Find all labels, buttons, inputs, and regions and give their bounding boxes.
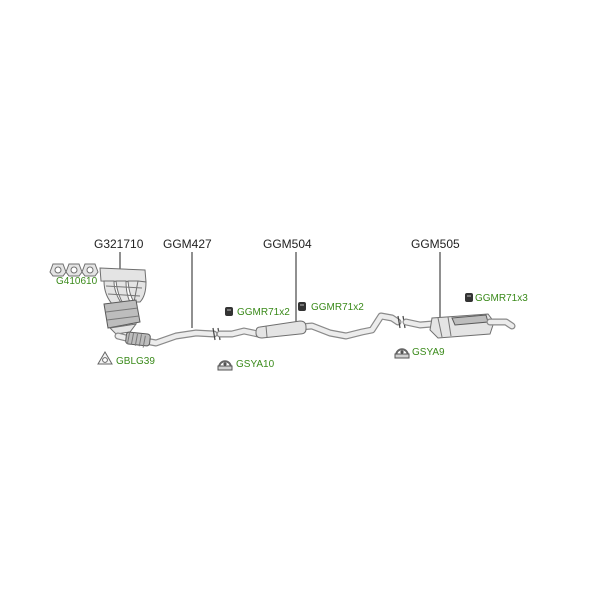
clamp-icon[interactable]: [217, 360, 233, 371]
gasket-icon[interactable]: [49, 263, 99, 277]
part-label-manifold: G321710: [94, 237, 144, 251]
part-callout-front-pipe[interactable]: GGM427: [163, 237, 212, 328]
accessory-label-gasket-set[interactable]: G410610: [56, 276, 98, 287]
rubber-mount-icon[interactable]: [465, 293, 473, 302]
part-label-rear-silencer: GGM505: [411, 237, 460, 251]
triangular-gasket-icon[interactable]: [97, 351, 113, 365]
part-label-middle-silencer: GGM504: [263, 237, 312, 251]
accessory-label-rubber-mount-2[interactable]: GGMR71x2: [311, 302, 364, 313]
accessory-label-rubber-mount-3[interactable]: GGMR71x3: [475, 293, 528, 304]
middle-silencer-part[interactable]: [216, 312, 406, 340]
accessory-label-clamp-front[interactable]: GSYA10: [236, 359, 275, 370]
accessory-label-rubber-mount-1[interactable]: GGMR71x2: [237, 307, 290, 318]
part-label-front-pipe: GGM427: [163, 237, 212, 251]
part-callout-middle-silencer[interactable]: GGM504: [263, 237, 312, 330]
front-pipe-part[interactable]: [114, 327, 221, 348]
part-callout-rear-silencer[interactable]: GGM505: [411, 237, 460, 318]
clamp-icon[interactable]: [394, 348, 410, 359]
accessory-label-flange-gasket[interactable]: GBLG39: [116, 356, 155, 367]
manifold-catalyst-part[interactable]: [99, 267, 147, 335]
rubber-mount-icon[interactable]: [225, 307, 233, 316]
part-callout-manifold[interactable]: G321710: [94, 237, 144, 270]
rear-silencer-part[interactable]: [402, 313, 516, 339]
rubber-mount-icon[interactable]: [298, 302, 306, 311]
accessory-label-clamp-rear[interactable]: GSYA9: [412, 347, 445, 358]
